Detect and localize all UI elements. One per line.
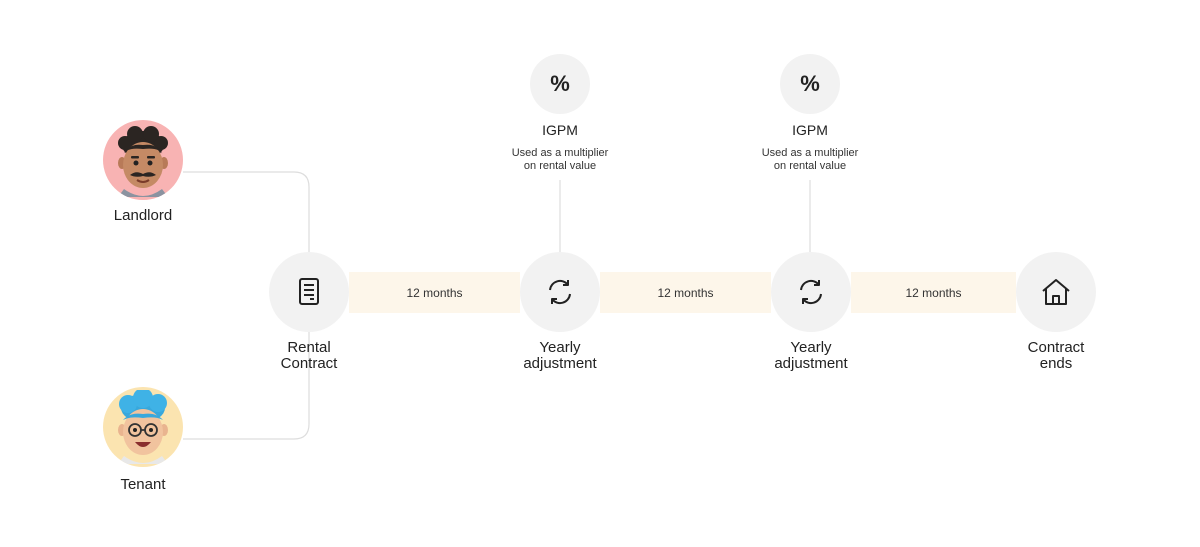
refresh-icon	[800, 279, 822, 305]
home-icon	[1042, 279, 1070, 305]
tenant-connector	[183, 332, 310, 440]
node-label-line: Contract	[1027, 339, 1085, 356]
tenant-label: Tenant	[120, 476, 166, 493]
duration-label: 12 months	[657, 285, 714, 300]
yearly-adjustment-label-1: Yearly adjustment	[480, 340, 640, 372]
node-label-line: ends	[1039, 355, 1073, 372]
tenant-avatar-icon	[118, 390, 168, 464]
rental-contract-node	[269, 252, 349, 332]
percent-icon: %	[550, 71, 570, 96]
tenant-avatar	[103, 387, 183, 467]
duration-band-2: 12 months	[600, 272, 771, 313]
node-label-line: Yearly	[790, 339, 832, 356]
igpm-node-2: %	[780, 54, 840, 114]
yearly-adjustment-node-1	[520, 252, 600, 332]
landlord-connector	[183, 171, 310, 252]
yearly-adjustment-node-2	[771, 252, 851, 332]
duration-label: 12 months	[905, 285, 962, 300]
contract-ends-label: Contract ends	[976, 340, 1136, 372]
description-line: Used as a multiplier	[761, 147, 859, 159]
node-label-line: Contract	[280, 355, 338, 372]
duration-label: 12 months	[406, 285, 463, 300]
landlord-avatar	[103, 120, 183, 200]
description-line: Used as a multiplier	[511, 147, 609, 159]
node-label-line: adjustment	[774, 355, 848, 372]
duration-band-3: 12 months	[851, 272, 1016, 313]
node-label-line: Rental	[287, 339, 331, 356]
duration-band-1: 12 months	[349, 272, 520, 313]
igpm-description-2: Used as a multiplier on rental value	[720, 147, 900, 173]
landlord-avatar-icon	[118, 126, 168, 197]
igpm-node-1: %	[530, 54, 590, 114]
landlord-label: Landlord	[113, 207, 173, 224]
description-line: on rental value	[773, 160, 847, 172]
yearly-adjustment-label-2: Yearly adjustment	[731, 340, 891, 372]
igpm-title-2: IGPM	[792, 122, 828, 138]
percent-icon: %	[800, 71, 820, 96]
node-label-line: adjustment	[523, 355, 597, 372]
refresh-icon	[549, 279, 571, 305]
rental-contract-label: Rental Contract	[229, 340, 389, 372]
description-line: on rental value	[523, 160, 597, 172]
document-icon	[299, 278, 319, 305]
node-label-line: Yearly	[539, 339, 581, 356]
igpm-description-1: Used as a multiplier on rental value	[470, 147, 650, 173]
contract-ends-node	[1016, 252, 1096, 332]
igpm-title-1: IGPM	[542, 122, 578, 138]
